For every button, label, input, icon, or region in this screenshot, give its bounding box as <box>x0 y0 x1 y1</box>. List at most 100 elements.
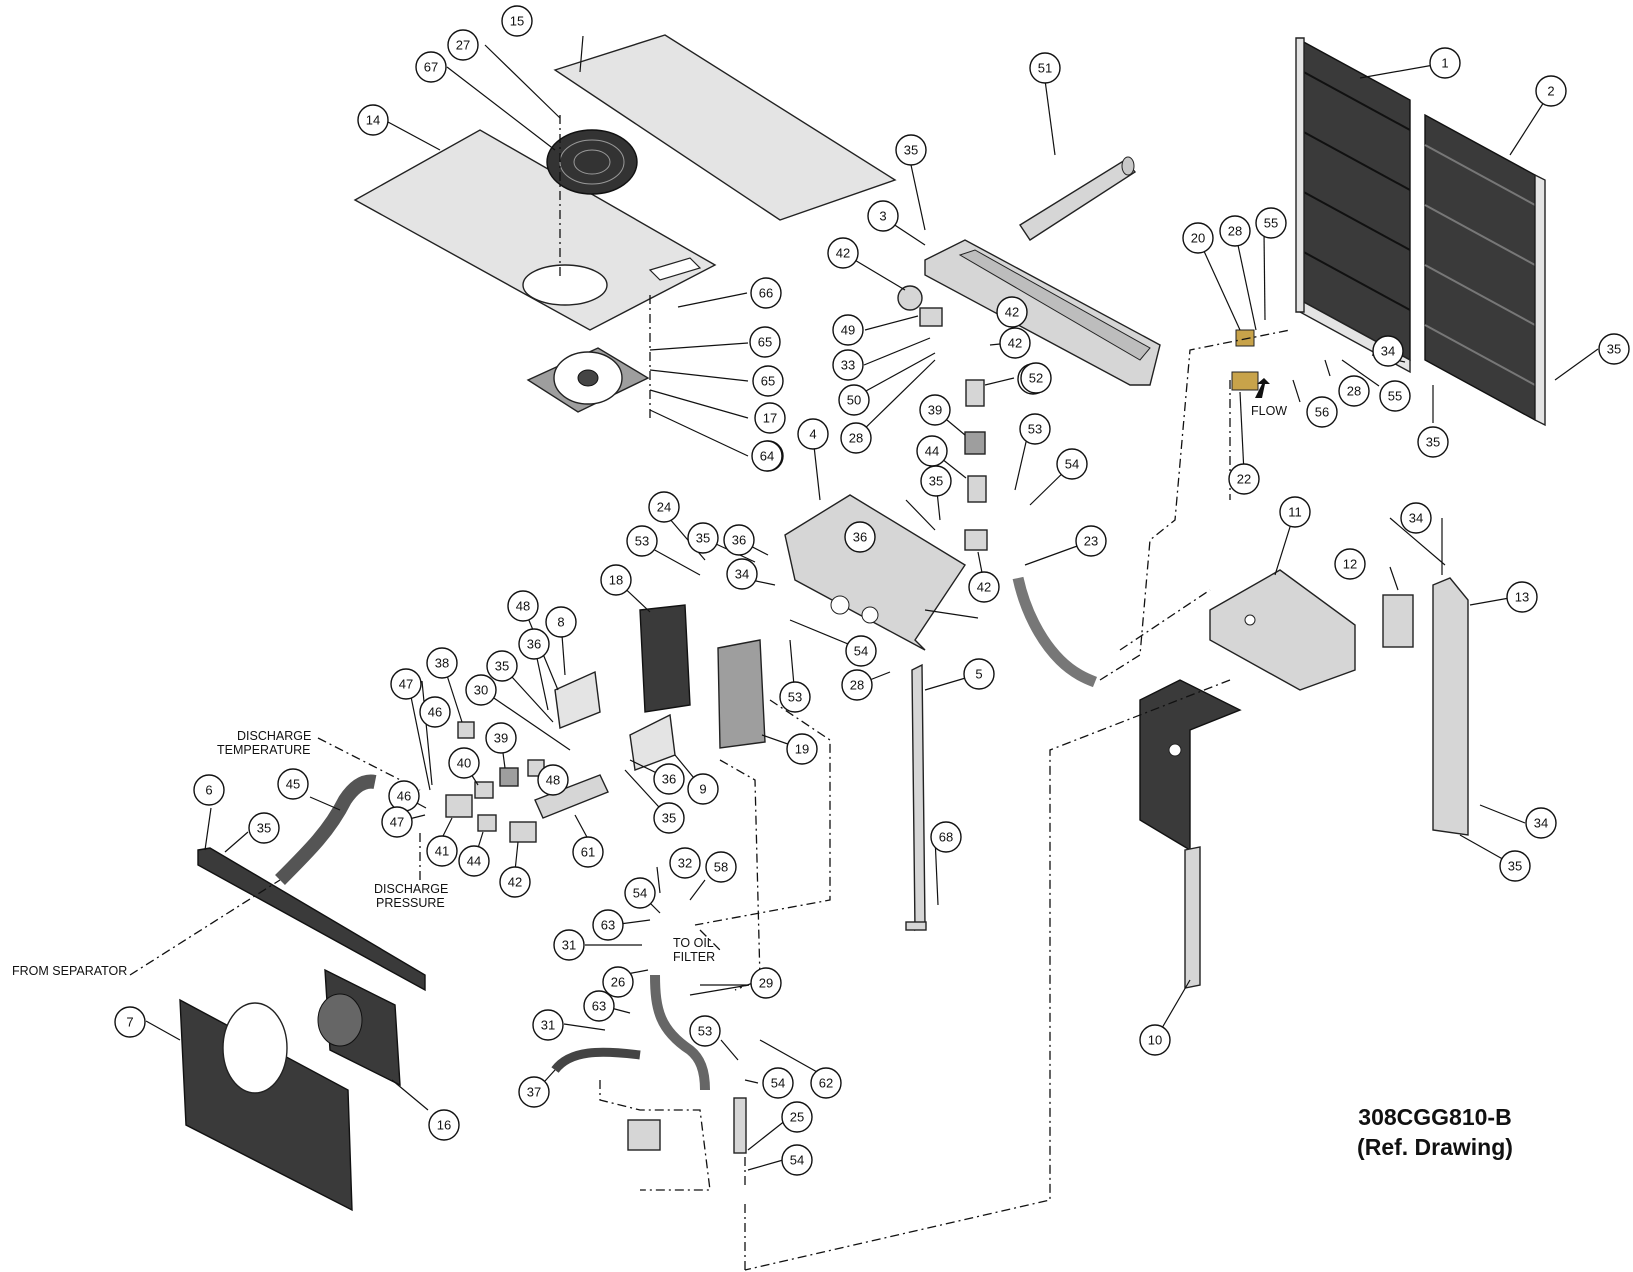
rail-6 <box>197 847 426 992</box>
svg-text:25: 25 <box>790 1110 804 1125</box>
callout: 23 <box>1075 525 1107 557</box>
bracket-frame-4 <box>784 494 966 651</box>
callout: 1 <box>1429 47 1461 79</box>
callout: 46 <box>388 780 420 812</box>
callout: 35 <box>687 522 719 554</box>
callout: 32 <box>669 847 701 879</box>
callout: 37 <box>518 1076 550 1108</box>
callout: 16 <box>428 1109 460 1141</box>
callout: 62 <box>810 1067 842 1099</box>
fan-opening <box>522 264 608 306</box>
callout: 47 <box>381 806 413 838</box>
callout: 54 <box>624 877 656 909</box>
svg-text:54: 54 <box>633 886 647 901</box>
elbow-42b <box>509 821 537 843</box>
hose-37 <box>551 1047 641 1073</box>
callout: 11 <box>1279 496 1311 528</box>
svg-text:28: 28 <box>850 678 864 693</box>
svg-text:6: 6 <box>205 783 212 798</box>
callout: 47 <box>390 668 422 700</box>
callout: 31 <box>532 1009 564 1041</box>
svg-text:9: 9 <box>699 782 706 797</box>
from-separator-label: FROM SEPARATOR <box>12 964 127 978</box>
callout: 5 <box>963 658 995 690</box>
callout: 36 <box>723 524 755 556</box>
svg-text:44: 44 <box>925 444 939 459</box>
callout: 45 <box>277 768 309 800</box>
callout: 25 <box>781 1101 813 1133</box>
svg-text:34: 34 <box>1534 816 1548 831</box>
svg-text:18: 18 <box>609 573 623 588</box>
svg-text:34: 34 <box>735 567 749 582</box>
callout: 15 <box>501 5 533 37</box>
callout: 35 <box>920 465 952 497</box>
svg-text:31: 31 <box>562 938 576 953</box>
discharge-temperature-label-2: TEMPERATURE <box>217 743 311 757</box>
svg-text:47: 47 <box>399 677 413 692</box>
svg-text:35: 35 <box>1607 342 1621 357</box>
hose-23 <box>1012 576 1098 688</box>
callout: 36 <box>844 521 876 553</box>
svg-text:16: 16 <box>437 1118 451 1133</box>
svg-text:55: 55 <box>1264 216 1278 231</box>
svg-text:33: 33 <box>841 358 855 373</box>
callout: 9 <box>687 773 719 805</box>
callout: 13 <box>1506 581 1538 613</box>
svg-text:54: 54 <box>854 644 868 659</box>
callout: 29 <box>750 967 782 999</box>
callout: 12 <box>1334 548 1366 580</box>
callout: 34 <box>1372 335 1404 367</box>
top-panel-14 <box>353 129 717 331</box>
callout: 26 <box>602 966 634 998</box>
svg-text:54: 54 <box>771 1076 785 1091</box>
callout: 35 <box>653 802 685 834</box>
bracket-8 <box>554 670 601 729</box>
hose-45 <box>275 774 377 885</box>
svg-text:31: 31 <box>541 1018 555 1033</box>
callout: 54 <box>762 1067 794 1099</box>
callout: 55 <box>1255 207 1287 239</box>
callout: 14 <box>357 104 389 136</box>
svg-text:27: 27 <box>456 38 470 53</box>
callout: 39 <box>485 722 517 754</box>
callout: 31 <box>553 929 585 961</box>
svg-text:17: 17 <box>763 411 777 426</box>
svg-text:49: 49 <box>841 323 855 338</box>
callout: 36 <box>518 628 550 660</box>
svg-text:22: 22 <box>1237 472 1251 487</box>
callout: 39 <box>919 394 951 426</box>
svg-text:2: 2 <box>1547 84 1554 99</box>
callout: 6 <box>193 774 225 806</box>
discharge-pressure-label-2: PRESSURE <box>376 896 445 910</box>
elbow-42 <box>964 529 988 551</box>
svg-text:35: 35 <box>495 659 509 674</box>
svg-text:36: 36 <box>527 637 541 652</box>
callout: 2 <box>1535 75 1567 107</box>
svg-text:65: 65 <box>758 335 772 350</box>
pipe-61 <box>534 774 609 819</box>
svg-text:42: 42 <box>836 246 850 261</box>
fitting-44b <box>477 814 497 832</box>
svg-text:32: 32 <box>678 856 692 871</box>
callout: 35 <box>1598 333 1630 365</box>
svg-text:26: 26 <box>611 975 625 990</box>
callout: 46 <box>419 696 451 728</box>
svg-text:39: 39 <box>928 403 942 418</box>
svg-text:23: 23 <box>1084 534 1098 549</box>
callout: 53 <box>626 525 658 557</box>
svg-text:13: 13 <box>1515 590 1529 605</box>
column-13 <box>1432 577 1469 836</box>
svg-text:50: 50 <box>847 393 861 408</box>
callout: 40 <box>448 747 480 779</box>
callout: 17 <box>754 402 786 434</box>
svg-text:63: 63 <box>592 999 606 1014</box>
fitting-44 <box>967 475 987 503</box>
svg-text:46: 46 <box>428 705 442 720</box>
svg-text:46: 46 <box>397 789 411 804</box>
svg-text:36: 36 <box>853 530 867 545</box>
svg-text:65: 65 <box>761 374 775 389</box>
svg-text:8: 8 <box>557 615 564 630</box>
svg-text:67: 67 <box>424 60 438 75</box>
svg-text:35: 35 <box>1508 859 1522 874</box>
callout: 66 <box>750 277 782 309</box>
